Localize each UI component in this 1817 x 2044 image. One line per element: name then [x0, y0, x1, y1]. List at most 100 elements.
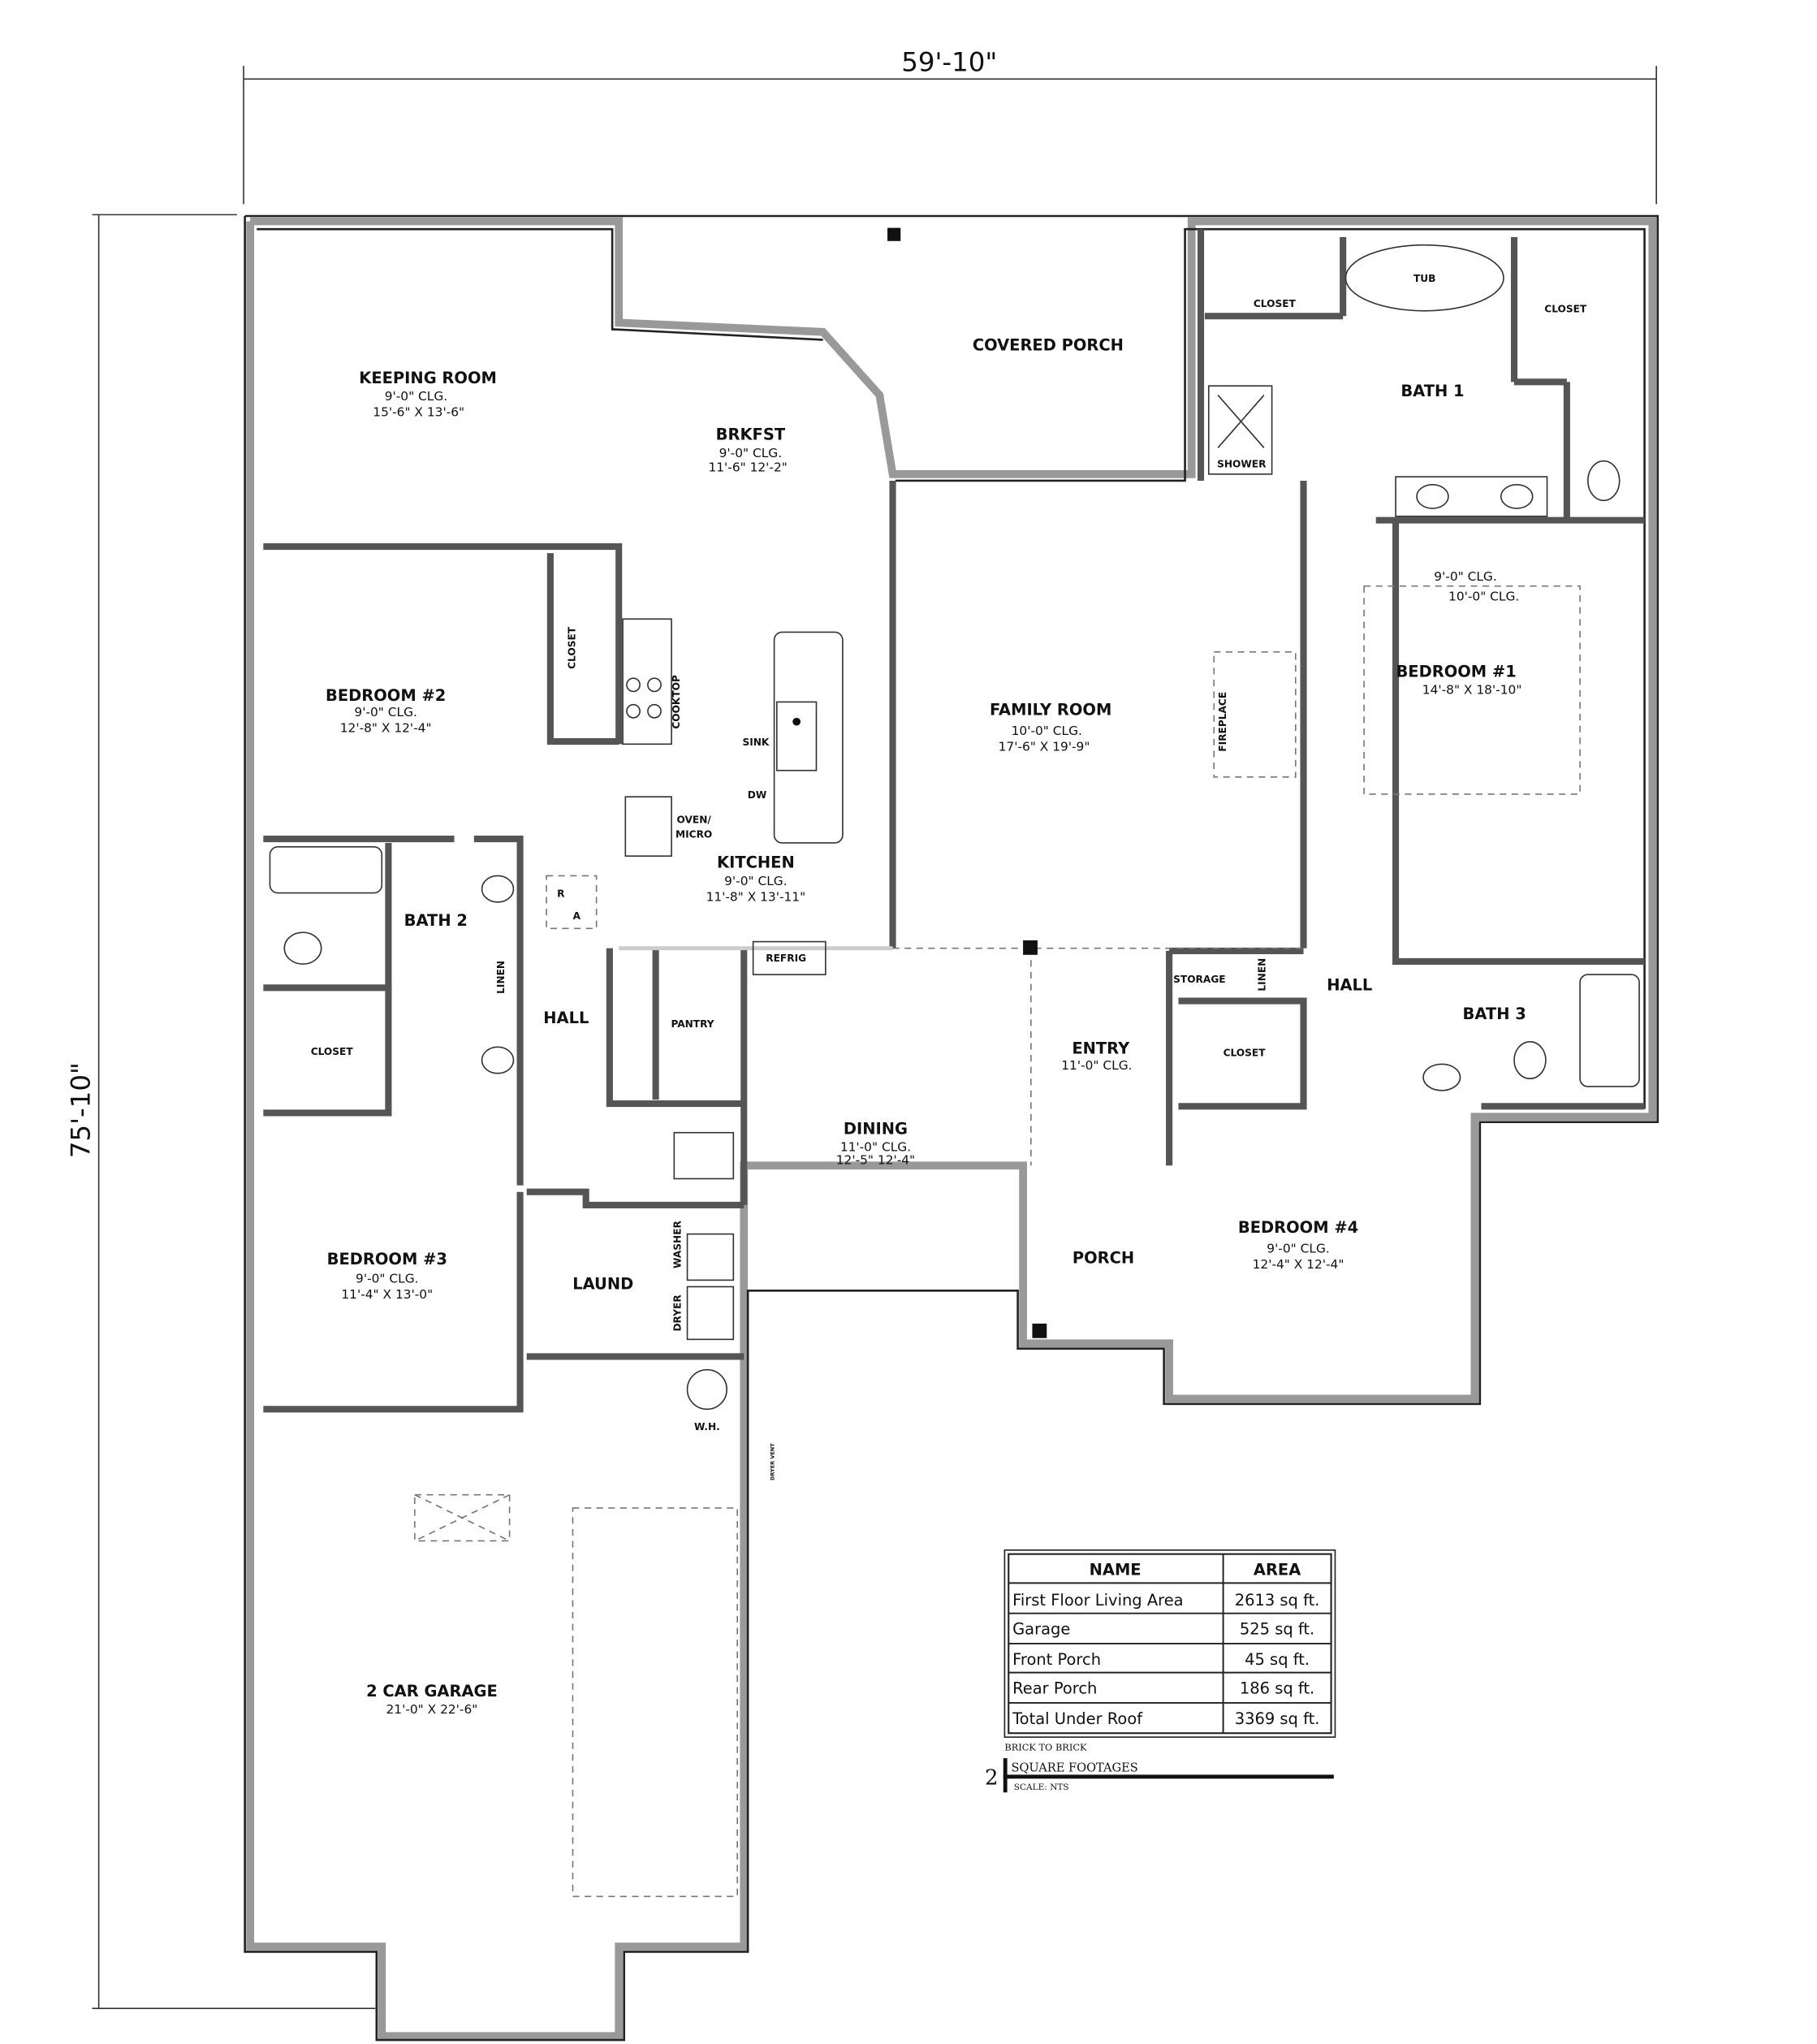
- table-cell-area: 186 sq ft.: [1240, 1679, 1314, 1698]
- shower-label: SHOWER: [1217, 459, 1267, 470]
- room-size: 12'-8" X 12'-4": [340, 721, 432, 736]
- oven-label: OVEN/: [676, 815, 711, 826]
- table-header-name: NAME: [1090, 1561, 1142, 1579]
- washer-label: WASHER: [671, 1221, 683, 1269]
- storage-label: STORAGE: [1173, 974, 1225, 985]
- fixtures: [269, 227, 1640, 1898]
- table-cell-area: 2613 sq ft.: [1235, 1591, 1320, 1610]
- ceiling-height: 9'-0" CLG.: [385, 389, 447, 404]
- drawing-title-block: 2 SQUARE FOOTAGES SCALE: NTS: [985, 1758, 1334, 1793]
- drawing-title: SQUARE FOOTAGES: [1011, 1761, 1137, 1774]
- ceiling-height: 9'-0" CLG.: [354, 705, 416, 720]
- water-heater-label: W.H.: [694, 1421, 720, 1433]
- room-size: 12'-5" 12'-4": [836, 1153, 915, 1168]
- tub-label: TUB: [1413, 273, 1435, 284]
- oven-icon: [624, 796, 672, 857]
- table-cell-area: 45 sq ft.: [1245, 1650, 1310, 1669]
- table-row: First Floor Living Area 2613 sq ft.: [1012, 1591, 1319, 1610]
- refrigerator-icon: [752, 940, 826, 975]
- ceiling-height: 11'-0" CLG.: [1061, 1058, 1132, 1073]
- fireplace-label: FIREPLACE: [1217, 692, 1228, 752]
- sink-icon: [1422, 1063, 1461, 1091]
- table-row: Rear Porch 186 sq ft.: [1012, 1679, 1314, 1698]
- sink-label: SINK: [742, 737, 769, 748]
- dryer-icon: [686, 1286, 735, 1341]
- room-size: 11'-4" X 13'-0": [341, 1287, 433, 1302]
- table-note: BRICK TO BRICK: [1004, 1741, 1087, 1752]
- attic-r-label: R: [557, 888, 565, 899]
- hvac-icon: [673, 1131, 735, 1180]
- dishwasher-label: DW: [748, 789, 767, 801]
- table-cell-area: 525 sq ft.: [1240, 1620, 1314, 1639]
- table-cell-name: Total Under Roof: [1012, 1709, 1143, 1728]
- room-name-bedroom-2: BEDROOM #2: [326, 686, 446, 705]
- room-name-bedroom-1: BEDROOM #1: [1396, 663, 1516, 681]
- room-size: 12'-4" X 12'-4": [1253, 1257, 1344, 1272]
- table-cell-area: 3369 sq ft.: [1235, 1709, 1320, 1728]
- table-cell-name: First Floor Living Area: [1012, 1591, 1184, 1610]
- closet-label: CLOSET: [567, 626, 578, 669]
- room-name-entry: ENTRY: [1072, 1039, 1130, 1057]
- drawing-number: 2: [985, 1765, 999, 1790]
- table-row: Garage 525 sq ft.: [1012, 1620, 1314, 1639]
- room-size: 11'-8" X 13'-11": [706, 889, 806, 904]
- pantry-label: PANTRY: [671, 1018, 714, 1030]
- dimension-lines: 59'-10" 75'-10": [65, 47, 1657, 2009]
- room-name-hall-right: HALL: [1327, 976, 1372, 995]
- attic-ra: [546, 875, 598, 930]
- sink-icon: [776, 701, 818, 771]
- area-table: NAME AREA First Floor Living Area 2613 s…: [1003, 1549, 1336, 1752]
- room-name-laund: LAUND: [572, 1275, 633, 1294]
- interior-walls: [263, 229, 1645, 1413]
- bathtub-icon: [1579, 974, 1640, 1087]
- tub-icon: [1344, 244, 1504, 312]
- cooktop-icon: [622, 618, 672, 745]
- column-icon: [887, 227, 901, 241]
- closet-label: CLOSET: [311, 1046, 354, 1057]
- water-heater-icon: [686, 1368, 728, 1411]
- table-cell-name: Front Porch: [1012, 1650, 1101, 1669]
- micro-label: MICRO: [675, 828, 712, 840]
- room-size: 15'-6" X 13'-6": [373, 404, 464, 419]
- closet-label: CLOSET: [1224, 1048, 1267, 1059]
- room-labels: KEEPING ROOM 9'-0" CLG. 15'-6" X 13'-6" …: [311, 273, 1587, 1717]
- depth-dimension: 75'-10": [65, 1062, 96, 1158]
- room-name-family-room: FAMILY ROOM: [990, 701, 1111, 720]
- room-name-brkfst: BRKFST: [716, 426, 786, 444]
- kitchen-island: [773, 631, 844, 844]
- ceiling-height: 9'-0" CLG.: [719, 446, 782, 460]
- toilet-icon: [1513, 1041, 1547, 1080]
- room-name-hall-left: HALL: [543, 1009, 589, 1027]
- attic-a-label: A: [573, 910, 581, 922]
- room-size: 21'-0" X 22'-6": [386, 1702, 478, 1717]
- room-name-kitchen: KITCHEN: [717, 853, 795, 872]
- refrig-label: REFRIG: [766, 953, 806, 964]
- table-cell-name: Garage: [1012, 1620, 1070, 1639]
- ceiling-height: 9'-0" CLG.: [1267, 1241, 1329, 1255]
- linen-label: LINEN: [1256, 958, 1267, 992]
- room-name-dining: DINING: [844, 1119, 908, 1138]
- tray-ceiling: [1363, 585, 1581, 795]
- toilet-icon: [283, 931, 322, 965]
- ceiling-height: 10'-0" CLG.: [1012, 724, 1082, 738]
- room-name-keeping-room: KEEPING ROOM: [359, 369, 497, 387]
- room-name-garage: 2 CAR GARAGE: [366, 1682, 498, 1700]
- vanity-icon: [1395, 476, 1548, 517]
- table-row: Total Under Roof 3369 sq ft.: [1012, 1709, 1319, 1728]
- room-name-bedroom-4: BEDROOM #4: [1238, 1218, 1358, 1237]
- room-size: 17'-6" X 19'-9": [999, 739, 1090, 754]
- room-name-bath-3: BATH 3: [1463, 1005, 1526, 1023]
- dryer-label: DRYER: [671, 1294, 683, 1332]
- room-name-bath-1: BATH 1: [1401, 382, 1464, 400]
- closet-label: CLOSET: [1544, 303, 1587, 314]
- shower-icon: [1207, 385, 1273, 475]
- width-dimension: 59'-10": [901, 47, 997, 78]
- bathtub-icon: [269, 845, 383, 894]
- ceiling-height: 9'-0" CLG.: [1434, 569, 1496, 584]
- garage-door-outline: [572, 1507, 738, 1898]
- table-header-area: AREA: [1254, 1561, 1301, 1579]
- room-name-bedroom-3: BEDROOM #3: [327, 1250, 447, 1268]
- washer-icon: [686, 1233, 735, 1281]
- ceiling-height: 10'-0" CLG.: [1448, 590, 1519, 604]
